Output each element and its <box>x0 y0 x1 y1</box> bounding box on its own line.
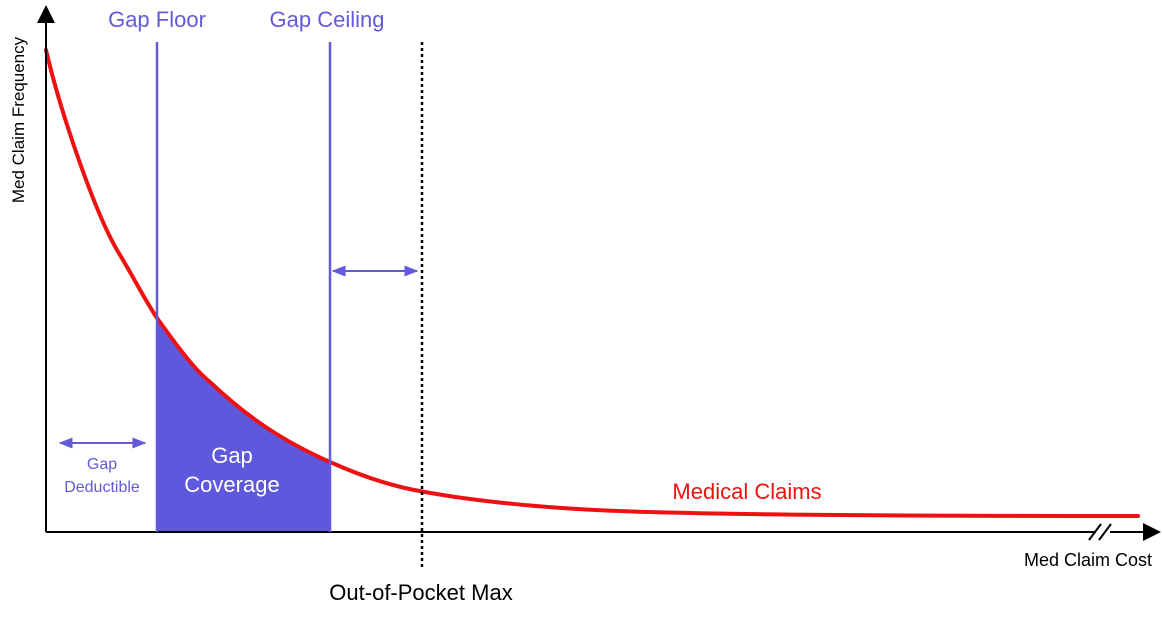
y-axis-label: Med Claim Frequency <box>9 36 28 203</box>
x-axis-label: Med Claim Cost <box>1024 550 1152 570</box>
gap-coverage-area <box>157 318 330 532</box>
gap-coverage-label-line1: Gap <box>211 443 253 468</box>
medical-claims-label: Medical Claims <box>672 479 821 504</box>
out-of-pocket-max-label: Out-of-Pocket Max <box>329 580 512 605</box>
gap-deductible-label-line1: Gap <box>87 456 117 473</box>
axis-break-icon <box>1088 523 1112 541</box>
gap-floor-label: Gap Floor <box>108 7 206 32</box>
gap-ceiling-label: Gap Ceiling <box>270 7 385 32</box>
gap-deductible-label-line2: Deductible <box>64 479 140 496</box>
gap-coverage-label-line2: Coverage <box>184 472 279 497</box>
